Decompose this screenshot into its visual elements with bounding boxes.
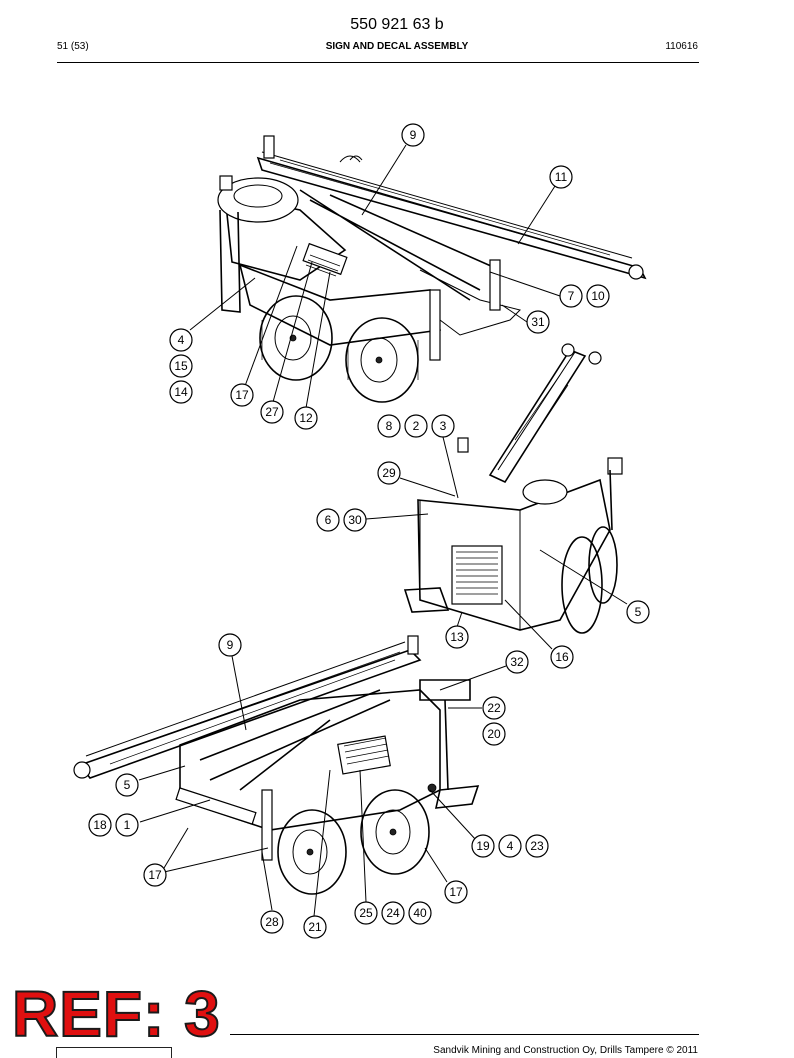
svg-text:40: 40 xyxy=(413,906,427,920)
callout-mid-2: 2 xyxy=(404,414,428,438)
callout-top-17: 17 xyxy=(230,383,254,407)
svg-text:19: 19 xyxy=(476,839,490,853)
svg-text:7: 7 xyxy=(568,289,575,303)
document-code: 110616 xyxy=(665,41,698,52)
callout-bot-18: 18 xyxy=(88,813,112,837)
callout-mid-16: 16 xyxy=(550,645,574,669)
svg-text:17: 17 xyxy=(235,388,249,402)
document-number: 550 921 63 b xyxy=(350,16,444,33)
svg-text:11: 11 xyxy=(555,170,568,184)
callout-mid-6: 6 xyxy=(316,508,340,532)
callout-mid-29: 29 xyxy=(377,461,401,485)
svg-text:1: 1 xyxy=(124,818,131,832)
callout-mid-30: 30 xyxy=(343,508,367,532)
svg-text:32: 32 xyxy=(510,655,524,669)
callout-top-9: 9 xyxy=(401,123,425,147)
callout-bot-4: 4 xyxy=(498,834,522,858)
callout-mid-5: 5 xyxy=(626,600,650,624)
callout-top-7: 7 xyxy=(559,284,583,308)
callout-bot-17-left: 17 xyxy=(143,863,167,887)
callout-top-31: 31 xyxy=(526,310,550,334)
svg-text:14: 14 xyxy=(174,385,188,399)
callout-top-12: 12 xyxy=(294,406,318,430)
callout-bot-5: 5 xyxy=(115,773,139,797)
callout-bot-20: 20 xyxy=(482,722,506,746)
svg-text:4: 4 xyxy=(507,839,514,853)
callout-mid-3: 3 xyxy=(431,414,455,438)
callout-top-15: 15 xyxy=(169,354,193,378)
svg-text:5: 5 xyxy=(635,605,642,619)
page-number: 51 (53) xyxy=(57,41,89,52)
svg-text:9: 9 xyxy=(410,128,417,142)
svg-text:9: 9 xyxy=(227,638,234,652)
callout-top-11: 11 xyxy=(549,165,573,189)
callout-bot-32: 32 xyxy=(505,650,529,674)
svg-text:17: 17 xyxy=(148,868,162,882)
leader-lines xyxy=(138,144,628,917)
svg-text:5: 5 xyxy=(124,778,131,792)
callout-bot-21: 21 xyxy=(303,915,327,939)
callout-mid-13: 13 xyxy=(445,625,469,649)
svg-text:4: 4 xyxy=(178,333,185,347)
footer-rule xyxy=(230,1034,699,1035)
callout-bot-19: 19 xyxy=(471,834,495,858)
svg-text:30: 30 xyxy=(348,513,362,527)
header-rule xyxy=(57,62,699,63)
callout-bot-22: 22 xyxy=(482,696,506,720)
svg-text:6: 6 xyxy=(325,513,332,527)
svg-text:23: 23 xyxy=(530,839,544,853)
bottom-machine-illustration xyxy=(73,635,480,895)
top-machine-illustration xyxy=(217,135,647,403)
svg-text:28: 28 xyxy=(265,915,279,929)
svg-text:29: 29 xyxy=(382,466,396,480)
callout-bot-28: 28 xyxy=(260,910,284,934)
callout-bot-1: 1 xyxy=(115,813,139,837)
svg-text:8: 8 xyxy=(386,419,393,433)
svg-text:10: 10 xyxy=(591,289,605,303)
callout-top-4: 4 xyxy=(169,328,193,352)
svg-text:20: 20 xyxy=(487,727,501,741)
callout-bot-23: 23 xyxy=(525,834,549,858)
footer-copyright: Sandvik Mining and Construction Oy, Dril… xyxy=(433,1045,698,1056)
svg-text:31: 31 xyxy=(531,315,545,329)
middle-machine-illustration xyxy=(403,343,623,634)
svg-text:13: 13 xyxy=(450,630,464,644)
svg-text:27: 27 xyxy=(265,405,279,419)
callout-top-10: 10 xyxy=(586,284,610,308)
svg-text:22: 22 xyxy=(487,701,501,715)
callout-bot-24: 24 xyxy=(381,901,405,925)
callout-bot-25: 25 xyxy=(354,901,378,925)
svg-text:24: 24 xyxy=(386,906,400,920)
svg-text:3: 3 xyxy=(440,419,447,433)
svg-text:18: 18 xyxy=(93,818,107,832)
svg-text:12: 12 xyxy=(299,411,313,425)
svg-text:16: 16 xyxy=(555,650,569,664)
ref-stamp: REF: 3 xyxy=(11,978,221,1050)
callout-top-14: 14 xyxy=(169,380,193,404)
svg-text:2: 2 xyxy=(413,419,420,433)
svg-text:25: 25 xyxy=(359,906,373,920)
callout-top-27: 27 xyxy=(260,400,284,424)
callout-mid-8: 8 xyxy=(377,414,401,438)
page-title: SIGN AND DECAL ASSEMBLY xyxy=(325,41,469,52)
svg-text:15: 15 xyxy=(174,359,188,373)
callout-bot-40: 40 xyxy=(408,901,432,925)
callout-bot-17-right: 17 xyxy=(444,880,468,904)
callout-bot-9: 9 xyxy=(218,633,242,657)
svg-text:21: 21 xyxy=(308,920,322,934)
callouts: 9 11 7 10 31 4 15 14 17 27 12 8 2 3 29 6… xyxy=(88,123,650,939)
svg-text:17: 17 xyxy=(449,885,463,899)
